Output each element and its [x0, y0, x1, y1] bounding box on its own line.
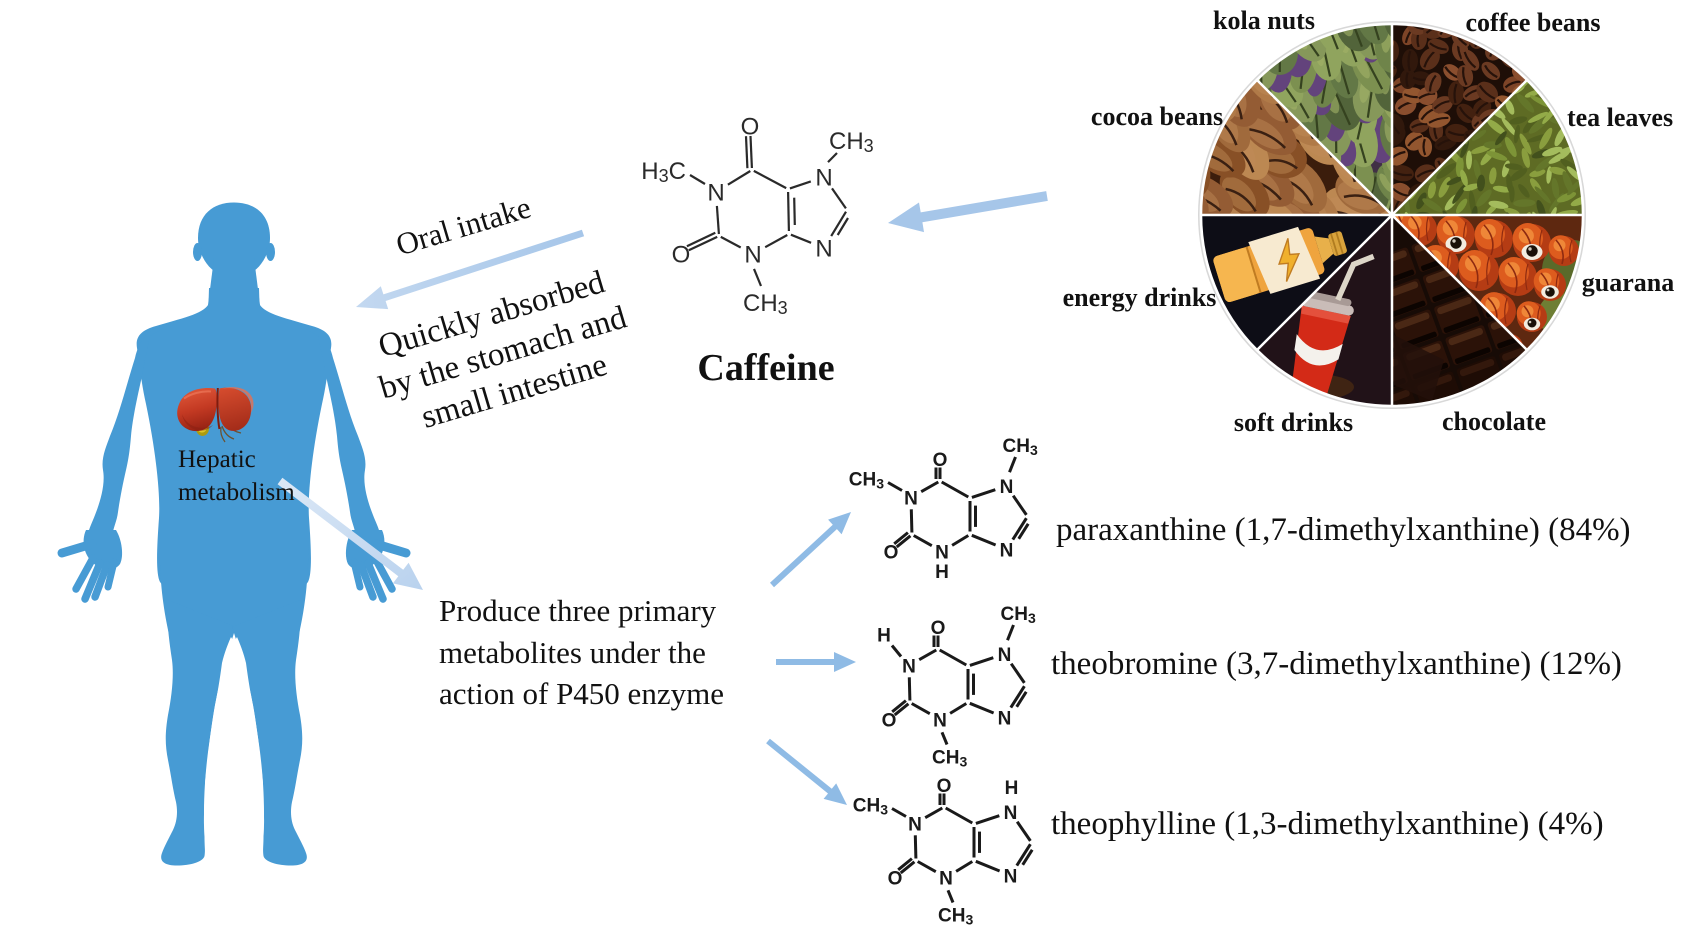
svg-text:CH3: CH3	[938, 906, 973, 928]
svg-text:N: N	[935, 542, 949, 563]
svg-text:O: O	[882, 710, 897, 731]
svg-text:CH3: CH3	[932, 748, 967, 770]
svg-text:O: O	[931, 618, 946, 639]
svg-text:N: N	[998, 645, 1012, 666]
svg-text:CH3: CH3	[1001, 604, 1036, 626]
svg-text:N: N	[1004, 866, 1018, 887]
svg-text:CH3: CH3	[853, 796, 888, 818]
svg-text:N: N	[1000, 477, 1014, 498]
svg-text:N: N	[998, 708, 1012, 729]
svg-text:O: O	[888, 868, 903, 889]
svg-text:N: N	[902, 656, 916, 677]
svg-text:N: N	[933, 710, 947, 731]
svg-text:N: N	[744, 242, 761, 269]
svg-text:H: H	[877, 626, 891, 647]
svg-text:N: N	[707, 180, 724, 207]
svg-text:O: O	[937, 776, 952, 797]
svg-text:CH3: CH3	[849, 470, 884, 492]
svg-text:CH3: CH3	[1003, 436, 1038, 458]
svg-text:N: N	[815, 236, 832, 263]
svg-text:N: N	[908, 814, 922, 835]
svg-text:N: N	[904, 488, 918, 509]
svg-text:H3C: H3C	[641, 158, 686, 186]
svg-text:O: O	[741, 114, 760, 141]
svg-text:N: N	[1004, 803, 1018, 824]
svg-text:O: O	[884, 542, 899, 563]
svg-text:N: N	[815, 165, 832, 192]
svg-text:H: H	[935, 562, 949, 583]
svg-text:N: N	[939, 868, 953, 889]
svg-text:H: H	[1005, 778, 1019, 799]
svg-text:CH3: CH3	[829, 128, 874, 156]
svg-text:O: O	[933, 450, 948, 471]
svg-text:N: N	[1000, 540, 1014, 561]
svg-text:O: O	[672, 242, 691, 269]
svg-text:CH3: CH3	[743, 290, 788, 318]
